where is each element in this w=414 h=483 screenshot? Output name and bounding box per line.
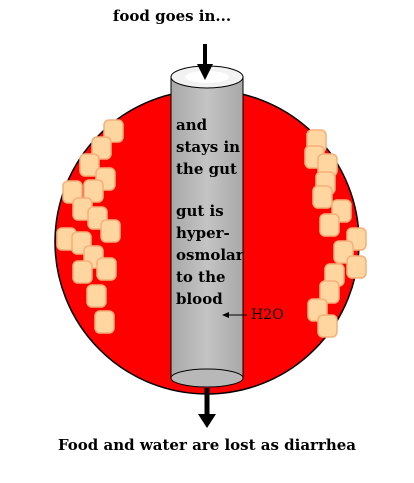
tube-line: to the	[176, 268, 226, 286]
cell	[79, 153, 100, 177]
tube-line: the gut	[176, 160, 237, 178]
cell	[103, 119, 124, 143]
cell	[319, 213, 340, 237]
cell	[72, 260, 93, 284]
food-goes-in-label: food goes in...	[112, 7, 232, 25]
tube-line: stays in	[176, 138, 241, 156]
tube-line: blood	[176, 290, 223, 308]
cell	[319, 280, 340, 304]
tube-line: osmolar	[176, 246, 244, 264]
cell	[91, 136, 112, 160]
cell	[83, 179, 104, 203]
food-in-arrow	[197, 44, 213, 80]
tube-line: hyper-	[176, 224, 230, 242]
cells-left	[56, 119, 124, 334]
cells-right	[304, 129, 367, 338]
gut-tube	[170, 65, 244, 388]
diarrhea-caption: Food and water are lost as diarrhea	[57, 436, 357, 454]
cell	[317, 314, 338, 338]
cell	[94, 310, 115, 334]
cell	[96, 257, 117, 281]
tube-text: and stays in the gut gut is hyper- osmol…	[176, 114, 246, 310]
cell	[312, 185, 333, 209]
h2o-label: H2O	[251, 307, 284, 323]
cell	[346, 255, 367, 279]
tube-line: gut is	[176, 202, 224, 220]
cell	[86, 284, 107, 308]
water-arrow	[222, 312, 247, 318]
tube-line: and	[176, 116, 208, 134]
diarrhea-out-arrow	[198, 388, 216, 428]
cell	[100, 219, 121, 243]
